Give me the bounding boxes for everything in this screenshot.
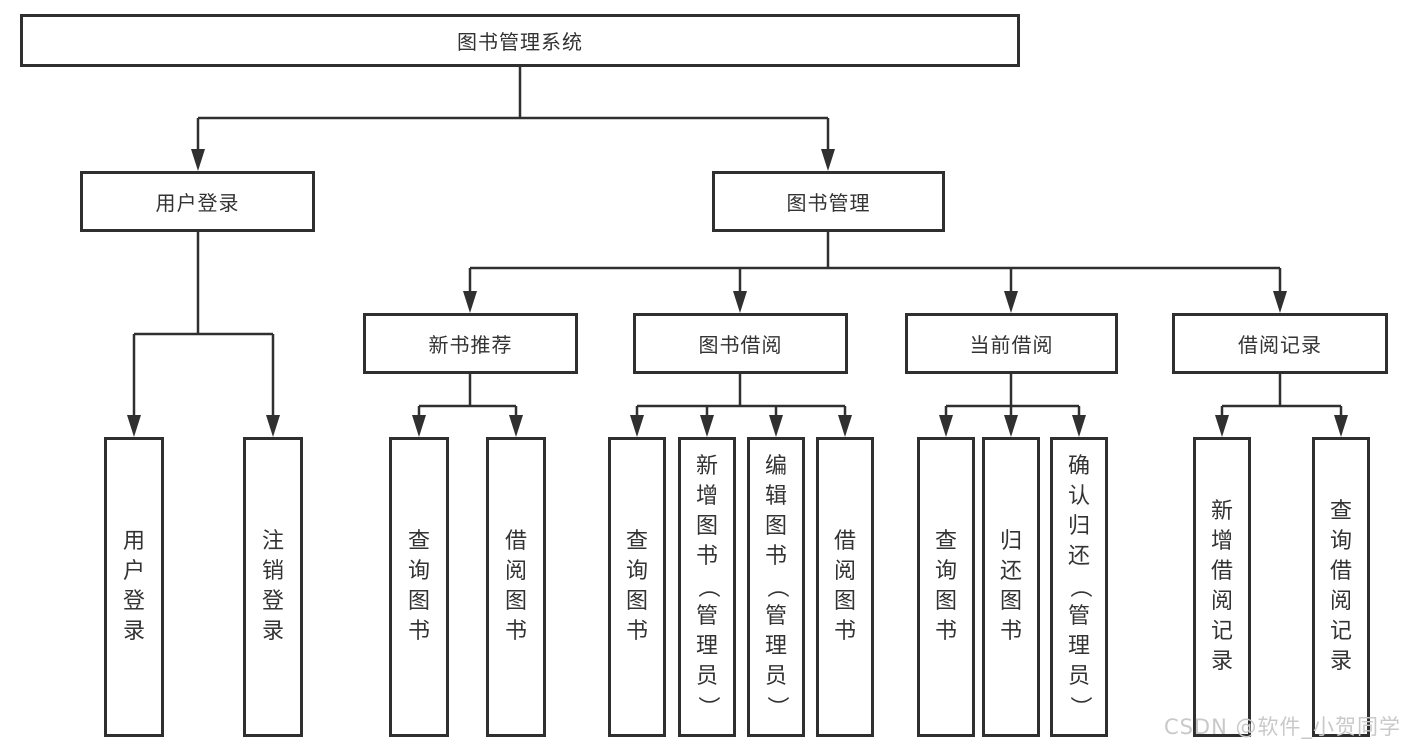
node-label: 借阅图书: [504, 529, 527, 644]
node-label: 注销登录: [261, 529, 284, 644]
leaf-return-books: 归还图书: [982, 437, 1040, 737]
leaf-search-books-current: 查询图书: [917, 437, 975, 737]
node-label: 新书推荐: [428, 333, 513, 357]
node-current-borrowing: 当前借阅: [905, 313, 1118, 374]
node-book-management: 图书管理: [712, 171, 945, 232]
leaf-borrow-books-borrowing: 借阅图书: [816, 437, 874, 737]
node-label: 当前借阅: [969, 333, 1054, 357]
leaf-user-login: 用户登录: [104, 437, 164, 737]
leaf-logout-login: 注销登录: [243, 437, 303, 737]
node-label: 查询图书: [407, 529, 430, 644]
leaf-add-books-admin: 新增图书（管理员）: [678, 437, 736, 737]
csdn-watermark: CSDN @软件_小贺同学: [1163, 715, 1401, 739]
node-label: 用户登录: [122, 529, 145, 644]
node-label: 查询借阅记录: [1329, 499, 1352, 674]
node-label: 查询图书: [934, 529, 957, 644]
node-label: 查询图书: [625, 529, 648, 644]
leaf-add-borrow-record: 新增借阅记录: [1193, 437, 1251, 737]
node-label: 新增图书（管理员）: [695, 454, 720, 719]
node-label: 借阅记录: [1238, 333, 1322, 357]
node-label: 图书管理系统: [457, 30, 583, 54]
node-label: 归还图书: [999, 529, 1022, 644]
leaf-search-books-recommend: 查询图书: [389, 437, 449, 737]
arrowheads: [127, 149, 1348, 437]
node-library-system: 图书管理系统: [20, 14, 1020, 67]
leaf-borrow-books-recommend: 借阅图书: [486, 437, 546, 737]
node-book-borrowing: 图书借阅: [633, 313, 848, 374]
node-label: 确认归还（管理员）: [1067, 454, 1092, 719]
node-label: 借阅图书: [833, 529, 856, 644]
node-user-login: 用户登录: [80, 171, 315, 232]
node-borrow-records: 借阅记录: [1172, 313, 1388, 374]
node-label: 用户登录: [155, 191, 240, 215]
node-label: 编辑图书（管理员）: [764, 454, 789, 719]
leaf-search-books-borrowing: 查询图书: [608, 437, 666, 737]
leaf-confirm-return-admin: 确认归还（管理员）: [1050, 437, 1108, 737]
node-label: 图书借阅: [698, 333, 783, 357]
leaf-edit-books-admin: 编辑图书（管理员）: [747, 437, 805, 737]
node-new-book-recommend: 新书推荐: [363, 313, 578, 374]
leaf-search-borrow-record: 查询借阅记录: [1312, 437, 1370, 737]
node-label: 图书管理: [786, 191, 871, 215]
node-label: 新增借阅记录: [1210, 499, 1233, 674]
